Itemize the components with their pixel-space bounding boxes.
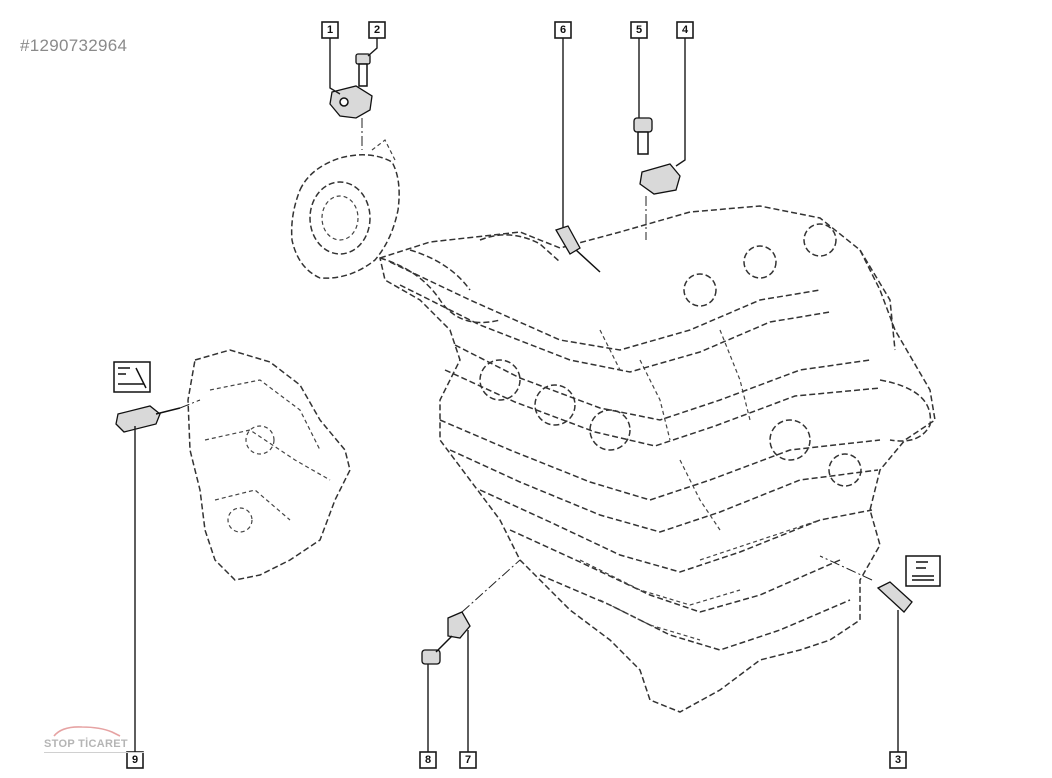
callout-label: 3 [895, 754, 901, 766]
sensor-part [329, 85, 373, 119]
gearbox-drawing [187, 349, 351, 581]
callout-label: 4 [682, 24, 689, 36]
callout-label: 5 [636, 24, 642, 36]
callout-label: 9 [132, 754, 138, 766]
tool-reference-icon [905, 555, 941, 587]
callout-8: 8 [419, 751, 437, 769]
watermark-text: STOP TİCARET [44, 738, 128, 750]
sensor-part [115, 405, 181, 433]
callout-2: 2 [368, 21, 386, 39]
callout-label: 2 [374, 24, 380, 36]
callout-label: 6 [560, 24, 566, 36]
watermark-logo: STOP TİCARET [44, 724, 154, 764]
callout-label: 1 [327, 24, 333, 36]
callout-4: 4 [676, 21, 694, 39]
bolt-part [421, 635, 453, 665]
callout-5: 5 [630, 21, 648, 39]
sensor-part [447, 611, 471, 639]
tool-reference-icon [113, 361, 151, 393]
callout-label: 7 [465, 754, 471, 766]
callout-1: 1 [321, 21, 339, 39]
bolt-part [633, 117, 653, 155]
sensor-part [555, 225, 601, 273]
callout-3: 3 [889, 751, 907, 769]
leader-lines [134, 38, 899, 752]
car-silhouette-icon [53, 726, 121, 737]
sensor-part [639, 163, 681, 195]
callout-label: 8 [425, 754, 431, 766]
engine-block-drawing [379, 205, 936, 713]
sensor-part [876, 581, 913, 613]
callout-7: 7 [459, 751, 477, 769]
bolt-part [355, 53, 371, 87]
callout-6: 6 [554, 21, 572, 39]
reference-id: #1290732964 [20, 36, 128, 55]
assembly-lines [179, 118, 873, 613]
watermark-underline [44, 752, 144, 756]
throttle-body-drawing [290, 139, 400, 279]
